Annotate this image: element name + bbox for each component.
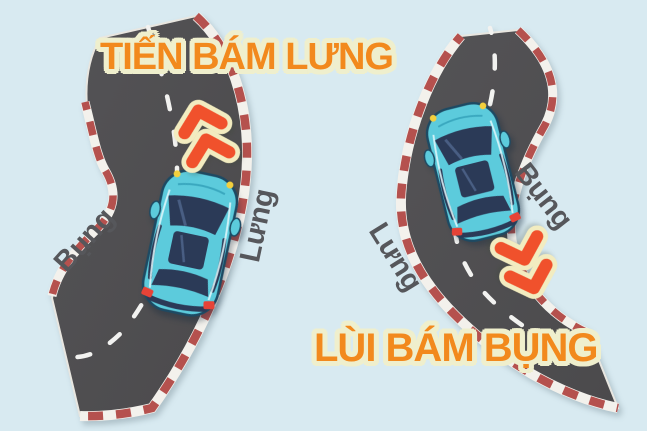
title-reverse-hug-belly: LÙI BÁM BỤNG	[314, 326, 599, 370]
forward-direction-arrow-icon	[180, 106, 229, 162]
title-forward-hug-back: TIẾN BÁM LƯNG	[100, 36, 394, 78]
curb-outer-left	[79, 12, 253, 422]
curb-outer-right	[395, 32, 620, 413]
curb-inner-left	[47, 100, 118, 298]
lane-dashes-left	[61, 24, 180, 360]
